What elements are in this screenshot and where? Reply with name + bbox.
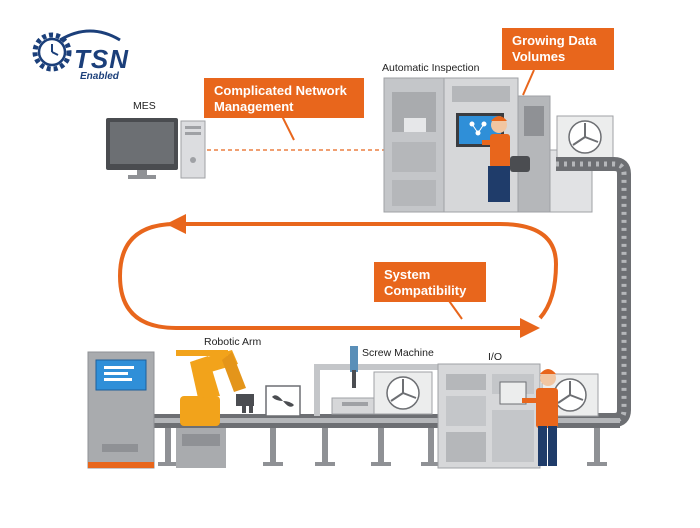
label-screw-machine: Screw Machine (362, 347, 434, 359)
mes-computer (106, 118, 206, 179)
logo-brand: TSN (74, 44, 129, 74)
worker-icon (482, 116, 530, 202)
robot-arm-icon (176, 350, 254, 468)
control-cabinet (87, 351, 155, 469)
io-cabinet (437, 363, 599, 469)
network-callout-pointer (281, 115, 295, 141)
monitor-icon (95, 359, 147, 391)
callout-growing-data: Growing Data Volumes (502, 28, 614, 70)
fan-icon (265, 385, 301, 417)
callout-system-compatibility: System Compatibility (374, 262, 486, 302)
loop-arrow-icon (117, 214, 558, 338)
worker-icon (522, 369, 558, 466)
monitor-icon (106, 118, 178, 179)
data-callout-pointer (522, 69, 535, 96)
label-mes: MES (133, 100, 156, 112)
fan-icon (373, 371, 433, 415)
fan-icon (556, 115, 614, 159)
tsn-logo (32, 29, 121, 72)
gear-icon (32, 32, 72, 72)
label-automatic-inspection: Automatic Inspection (382, 62, 480, 74)
callout-complicated-network: Complicated Network Management (204, 78, 364, 118)
clock-icon (51, 44, 59, 56)
inspection-station (383, 77, 614, 213)
label-robotic-arm: Robotic Arm (204, 336, 262, 348)
label-io: I/O (488, 351, 503, 363)
monitor-icon (499, 381, 527, 405)
screw-machine (314, 346, 444, 416)
logo-tagline: Enabled (80, 71, 119, 82)
